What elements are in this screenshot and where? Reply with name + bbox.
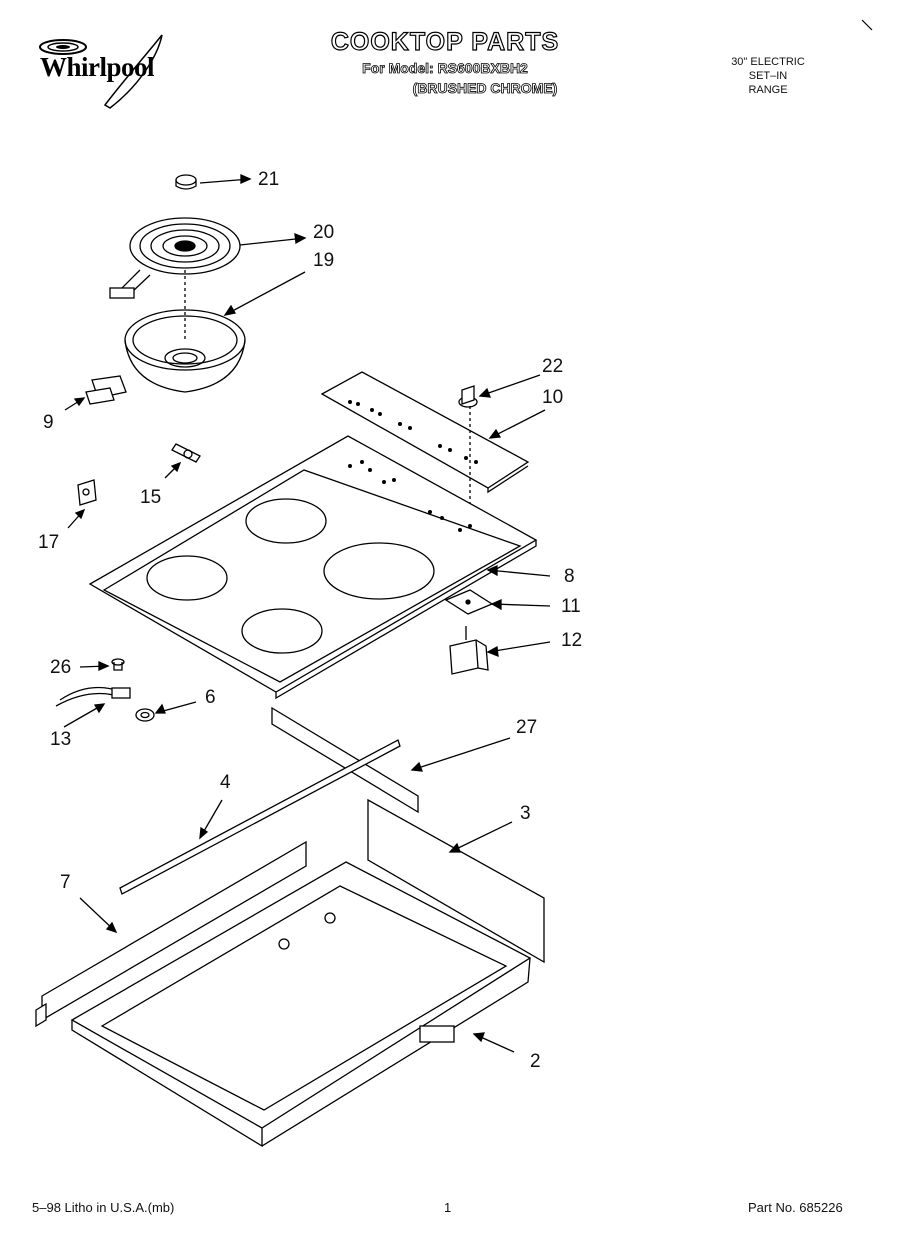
footer-part-number: Part No. 685226 — [748, 1200, 843, 1215]
range-type-line-2: SET–IN — [748, 70, 788, 82]
page-title: COOKTOP PARTS — [330, 27, 560, 56]
brand-logo-text: Whirlpool — [40, 52, 155, 82]
callout-4: 4 — [220, 772, 231, 793]
cooktop-part-8 — [88, 435, 551, 700]
callout-12: 12 — [561, 630, 583, 651]
callout-13: 13 — [50, 729, 72, 750]
bracket-part-17 — [67, 479, 97, 529]
callout-2: 2 — [530, 1051, 541, 1072]
brace-part-27 — [271, 706, 511, 814]
callout-17: 17 — [38, 532, 60, 553]
callout-9: 9 — [43, 412, 54, 433]
nut-part-26 — [79, 658, 125, 672]
control-panel-part-10 — [320, 371, 546, 494]
corner-mark-icon — [861, 19, 873, 31]
footer-page-number: 1 — [444, 1200, 452, 1215]
callout-6: 6 — [205, 687, 216, 708]
range-type-block: 30" ELECTRIC SET–IN RANGE — [708, 55, 828, 97]
model-number: For Model: RS600BXBH2 — [362, 60, 529, 77]
callout-11: 11 — [561, 596, 581, 617]
whirlpool-logo-swoosh-icon — [39, 34, 163, 109]
callout-27: 27 — [516, 717, 538, 738]
callout-19: 19 — [313, 250, 335, 271]
footer-litho: 5–98 Litho in U.S.A.(mb) — [32, 1200, 175, 1215]
range-type-line-1: 30" ELECTRIC — [731, 56, 805, 68]
side-panel-part-3 — [367, 798, 545, 964]
finish-label: (BRUSHED CHROME) — [412, 80, 558, 97]
bottom-pan-part-2 — [70, 861, 532, 1148]
terminal-block-part-9 — [64, 375, 127, 411]
surface-element-part-20 — [109, 217, 307, 299]
drip-bowl-part-19 — [124, 270, 306, 393]
front-panel-part-7 — [35, 840, 307, 1028]
wire-harness-part-13 — [55, 686, 131, 728]
callout-26: 26 — [50, 657, 72, 678]
callout-7: 7 — [60, 872, 71, 893]
rail-part-4 — [119, 739, 401, 895]
callout-22: 22 — [542, 356, 564, 377]
callout-20: 20 — [313, 222, 335, 243]
callout-8: 8 — [564, 566, 575, 587]
knob-part-21 — [175, 173, 252, 190]
callout-10: 10 — [542, 387, 564, 408]
plate-part-11 — [444, 589, 551, 615]
callout-15: 15 — [140, 487, 162, 508]
callout-21: 21 — [258, 169, 280, 190]
grommet-part-6 — [135, 701, 197, 722]
clip-part-15 — [164, 443, 201, 479]
callout-3: 3 — [520, 803, 531, 824]
range-type-line-3: RANGE — [748, 84, 788, 96]
switch-part-12 — [449, 626, 551, 675]
